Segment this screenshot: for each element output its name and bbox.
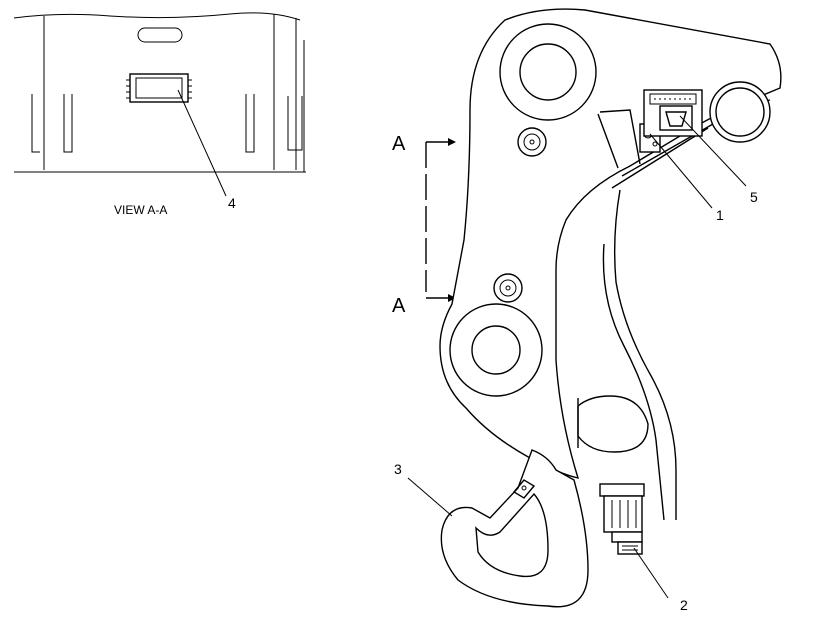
leader-lines xyxy=(407,115,747,599)
callout-2: 2 xyxy=(680,597,688,613)
module-item-4 xyxy=(126,73,192,103)
section-marker-bottom: A xyxy=(392,295,406,317)
section-line-a-a xyxy=(425,138,456,302)
callout-3: 3 xyxy=(394,461,402,477)
callout-4: 4 xyxy=(228,195,236,211)
coupler-body xyxy=(439,8,782,521)
callout-1: 1 xyxy=(716,207,724,223)
hook-item-3 xyxy=(440,449,589,608)
view-a-a-inset xyxy=(13,12,306,197)
view-a-a-label: VIEW A-A xyxy=(114,203,167,217)
section-marker-top: A xyxy=(392,133,406,155)
sensor-item-2 xyxy=(599,483,645,555)
callout-5: 5 xyxy=(750,189,758,205)
connector-item-5 xyxy=(643,89,703,137)
